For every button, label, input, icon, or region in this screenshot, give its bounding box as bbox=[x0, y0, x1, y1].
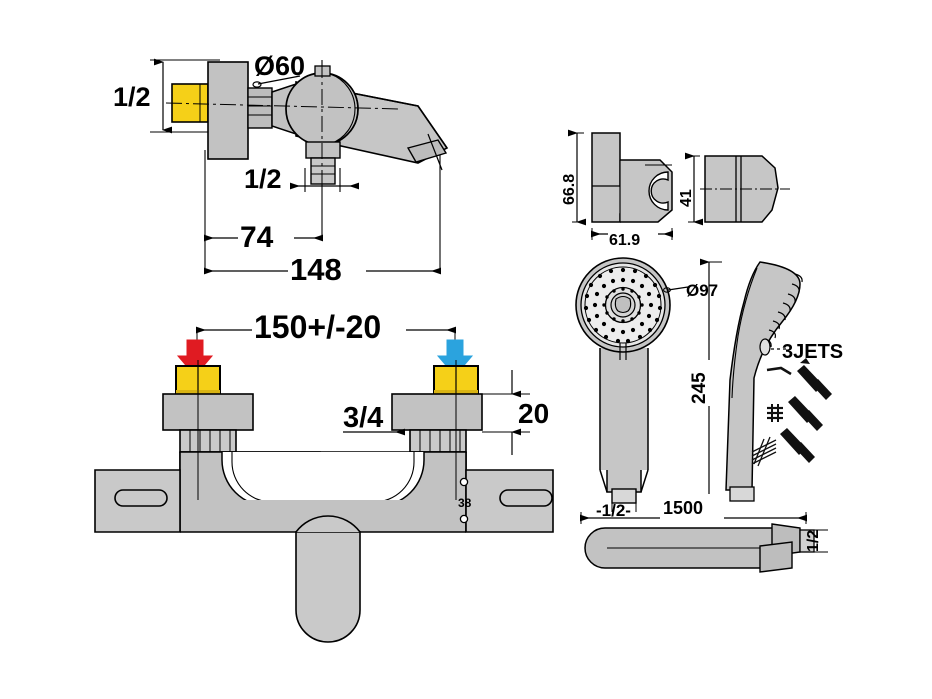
dim-inlet-height-20: 20 bbox=[482, 370, 549, 455]
dim-148: 148 bbox=[204, 252, 441, 287]
handshower-centre-emblem bbox=[614, 295, 632, 314]
dim-label-668: 66.8 bbox=[561, 174, 578, 205]
handshower-side-highlight bbox=[731, 267, 758, 399]
dim-outlet-thread: 1/2 bbox=[244, 164, 359, 194]
handshower-connector bbox=[611, 488, 637, 504]
hot-escutcheon bbox=[162, 393, 254, 431]
bracket-c-opening bbox=[648, 171, 669, 211]
centre-lines-view1 bbox=[165, 62, 401, 186]
mixer-arch-cutout bbox=[222, 452, 424, 506]
dim-label-d97: Ø97 bbox=[686, 281, 718, 300]
dim-inlet-thread-34: 3/4 bbox=[343, 402, 405, 436]
view-wall-bracket: 66.8 61.9 41 bbox=[561, 129, 790, 249]
wall-escutcheon bbox=[207, 61, 249, 160]
dim-label-41: 41 bbox=[678, 189, 695, 207]
dim-inlet-thread-view1: 1/2 bbox=[113, 58, 172, 134]
dim-label-74: 74 bbox=[240, 221, 274, 254]
view-shower-hose: 1500 1/2 bbox=[580, 494, 828, 573]
cold-escutcheon bbox=[391, 393, 483, 431]
view-thermostatic-mixer-front: 150+/-20 bbox=[94, 308, 554, 643]
dim-label-handshower-thread: -1/2- bbox=[596, 501, 631, 520]
jets-label: 3JETS bbox=[782, 341, 843, 363]
jet-pictogram-2 bbox=[767, 396, 823, 431]
dim-label-hose-thread: 1/2 bbox=[805, 530, 822, 552]
dim-label-34: 3/4 bbox=[343, 402, 383, 434]
dim-245: 245 bbox=[689, 258, 722, 505]
dim-hose-thread: 1/2 bbox=[805, 529, 828, 553]
temperature-stop-marking: 38 bbox=[458, 477, 472, 524]
jets-callout: 3JETS bbox=[771, 341, 843, 363]
view-hand-shower-side: 245 3JETS bbox=[689, 258, 843, 505]
jet-selector-button bbox=[759, 338, 771, 356]
dim-label-150: 150+/-20 bbox=[254, 309, 381, 345]
handshower-side-body bbox=[725, 261, 801, 491]
hose-thread-nipple bbox=[799, 529, 815, 553]
marking-hole-upper bbox=[459, 477, 469, 487]
left-mounting-slot bbox=[114, 489, 168, 507]
hot-coupling-nut bbox=[179, 429, 237, 453]
dim-label-1500: 1500 bbox=[663, 498, 703, 518]
dim-label-148: 148 bbox=[290, 252, 342, 287]
inlet-connector bbox=[247, 87, 273, 129]
dim-hose-length: 1500 bbox=[580, 494, 807, 524]
dim-label-619: 61.9 bbox=[609, 232, 640, 249]
dim-handshower-thread: -1/2- bbox=[596, 501, 637, 520]
dim-label-d60: Ø60 bbox=[254, 51, 305, 81]
dim-label-20: 20 bbox=[518, 398, 549, 429]
bath-spout-outlet bbox=[295, 531, 361, 643]
right-mounting-slot bbox=[499, 489, 553, 507]
marking-label-38: 38 bbox=[458, 496, 472, 510]
jet-pictogram-3 bbox=[751, 428, 815, 467]
hose-fitting-lower bbox=[759, 541, 793, 573]
view-hand-shower-face: Ø97 -1/2- bbox=[575, 257, 718, 520]
cold-coupling-nut bbox=[409, 429, 467, 453]
dim-bracket-side: 41 bbox=[678, 152, 703, 226]
dim-inlet-centers: 150+/-20 bbox=[196, 308, 456, 372]
dim-bracket: 66.8 61.9 bbox=[561, 129, 673, 249]
dim-74: 74 bbox=[204, 220, 323, 254]
outlet-boss bbox=[305, 141, 341, 159]
dim-body-diameter: Ø60 bbox=[252, 51, 305, 88]
marking-hole-lower bbox=[459, 514, 469, 524]
view-wall-mixer-side: 1/2 bbox=[113, 51, 449, 287]
bracket-cradle bbox=[620, 159, 673, 223]
wall-mixer-geometry bbox=[165, 61, 449, 186]
handshower-side-connector bbox=[729, 486, 755, 502]
dim-label-inlet-thread-1: 1/2 bbox=[113, 82, 151, 112]
inlet-centre-lines bbox=[197, 360, 457, 500]
spout-aerator bbox=[406, 139, 448, 163]
handshower-nozzles bbox=[583, 267, 663, 344]
dim-label-245: 245 bbox=[689, 372, 710, 404]
jet-pictogram-1 bbox=[766, 358, 832, 400]
dim-label-outlet-thread: 1/2 bbox=[244, 164, 282, 194]
outlet-thread-nipple bbox=[310, 157, 336, 185]
